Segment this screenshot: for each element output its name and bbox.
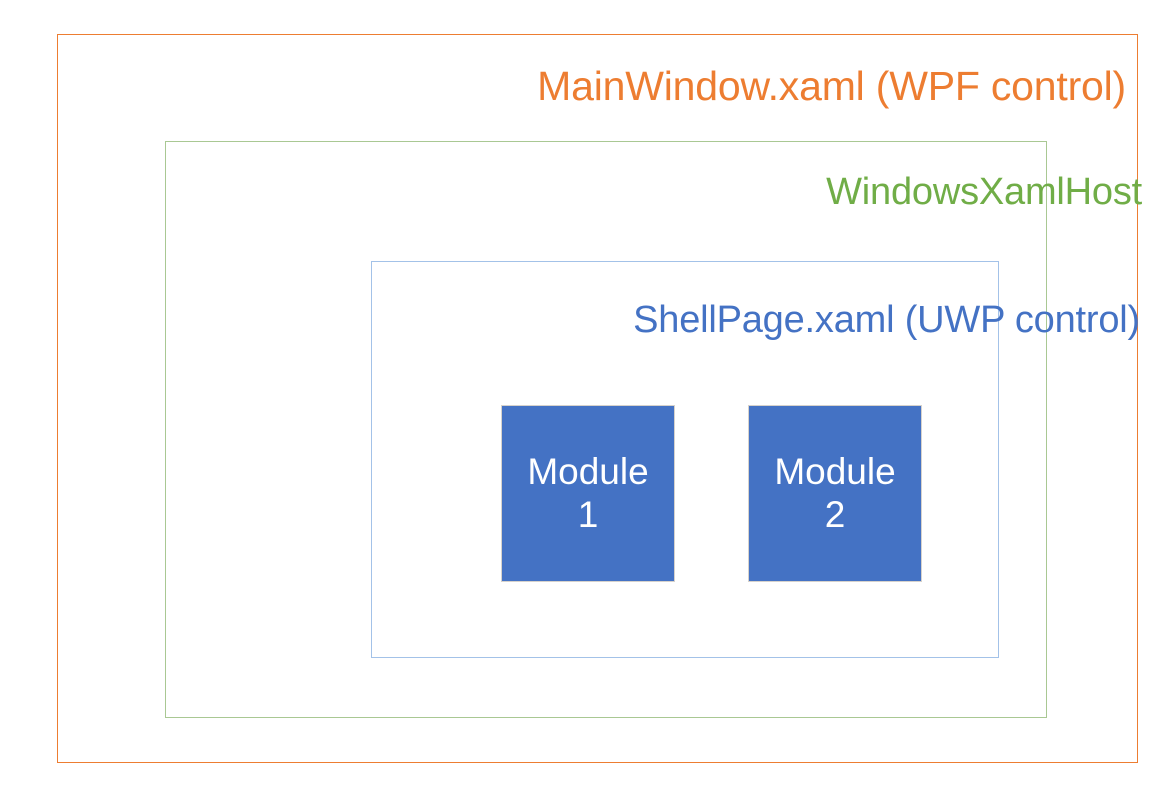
- module-box-1-name: Module: [527, 450, 649, 492]
- layer-shellpage-uwp: [371, 261, 999, 658]
- module-box-2-name: Module: [774, 450, 896, 492]
- layer-mainwindow-wpf: [57, 34, 1138, 763]
- module-box-1-number: 1: [577, 493, 599, 535]
- module-box-2-number: 2: [824, 493, 846, 535]
- layer-label-mainwindow-wpf: MainWindow.xaml (WPF control): [537, 63, 1126, 109]
- layer-label-windowsxamlhost: WindowsXamlHost: [826, 171, 1142, 213]
- layer-label-shellpage-uwp: ShellPage.xaml (UWP control): [633, 299, 1140, 341]
- module-box-1: Module 1: [501, 405, 675, 582]
- layer-windowsxamlhost: [165, 141, 1047, 718]
- module-box-2: Module 2: [748, 405, 922, 582]
